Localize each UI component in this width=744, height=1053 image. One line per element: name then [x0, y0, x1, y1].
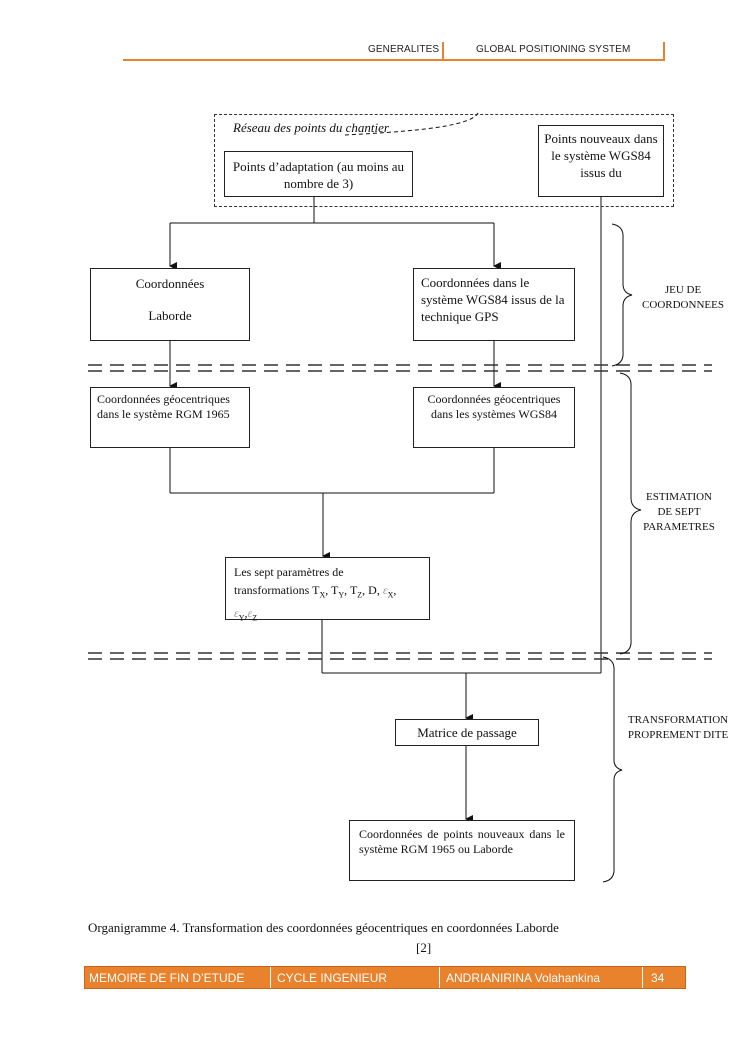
laborde-line1: Coordonnées — [135, 276, 205, 291]
footer-memoire: MEMOIRE DE FIN D’ETUDE — [89, 971, 245, 985]
geocentric-rgm-text: Coordonnées géocentriques dans le systèm… — [97, 392, 230, 421]
network-container — [214, 114, 674, 207]
laborde-coords-box: Coordonnées Laborde — [90, 268, 250, 341]
geocentric-rgm-box: Coordonnées géocentriques dans le systèm… — [90, 387, 250, 448]
adaptation-points-text: Points d’adaptation (au moins au nombre … — [232, 159, 405, 191]
footer-page-number: 34 — [651, 971, 665, 985]
adaptation-points-box: Points d’adaptation (au moins au nombre … — [224, 151, 413, 197]
new-points-text: Points nouveaux dans le système WGS84 is… — [544, 131, 658, 180]
transfer-matrix-text: Matrice de passage — [417, 725, 517, 740]
brace-label-transformation: TRANSFORMATION PROPREMENT DITE — [627, 714, 729, 741]
transfer-matrix-box: Matrice de passage — [395, 719, 539, 746]
footer-separator — [270, 967, 271, 988]
footer-bar: MEMOIRE DE FIN D’ETUDE CYCLE INGENIEUR A… — [84, 966, 686, 989]
header-section-left: GENERALITES — [368, 44, 440, 55]
wgs-gps-text: Coordonnées dans le système WGS84 issus … — [421, 275, 565, 324]
header-separator — [442, 42, 444, 60]
params-line1: Les sept paramètres de — [234, 565, 344, 579]
seven-parameters-box: Les sept paramètres de transformations T… — [225, 557, 430, 623]
geocentric-wgs-text: Coordonnées géocentriques dans les systè… — [427, 392, 561, 421]
result-coords-text: Coordonnées de points nouveaux dans le s… — [359, 827, 565, 856]
result-coords-box: Coordonnées de points nouveaux dans le s… — [349, 820, 575, 881]
new-points-box: Points nouveaux dans le système WGS84 is… — [538, 125, 664, 197]
figure-reference: [2] — [416, 940, 432, 955]
brace-label-coordinate-set: JEU DE COORDONNEES — [642, 284, 724, 311]
footer-author: ANDRIANIRINA Volahankina — [446, 971, 601, 985]
laborde-line2: Laborde — [148, 308, 192, 323]
params-line2: transformations TX, TY, TZ, D, εX, — [234, 583, 397, 600]
header-end-bar — [663, 42, 665, 60]
footer-separator — [642, 967, 643, 988]
header-rule — [123, 59, 665, 61]
wgs-gps-coords-box: Coordonnées dans le système WGS84 issus … — [413, 268, 575, 341]
footer-cycle: CYCLE INGENIEUR — [277, 971, 388, 985]
network-label: Réseau des points du chantier — [233, 120, 389, 135]
footer-separator — [439, 967, 440, 988]
params-line3: εY,εZ — [234, 606, 258, 623]
header-section-right: GLOBAL POSITIONING SYSTEM — [476, 44, 631, 55]
geocentric-wgs-box: Coordonnées géocentriques dans les systè… — [413, 387, 575, 448]
brace-label-seven-parameters: ESTIMATION DE SEPT PARAMETRES — [643, 491, 715, 533]
figure-caption: Organigramme 4. Transformation des coord… — [88, 920, 559, 935]
